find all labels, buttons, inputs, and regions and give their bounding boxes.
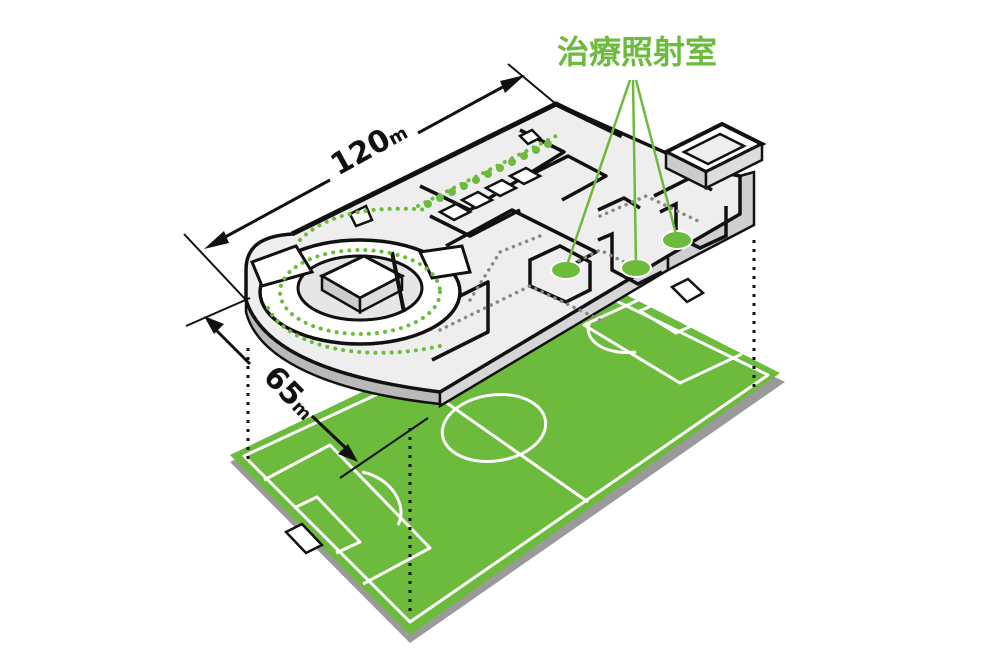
width-arrow-line-b [310, 414, 352, 454]
beam-dot [532, 146, 540, 154]
small-room-3 [483, 178, 519, 198]
length-tick-left [183, 233, 247, 301]
tower-front [704, 141, 764, 191]
beam-dot [448, 188, 456, 196]
soccer-pitch [230, 277, 785, 643]
right-penalty-area [582, 295, 743, 385]
beam-lines [266, 132, 562, 355]
beam-dot [496, 164, 504, 172]
beam-dot [508, 158, 516, 166]
length-arrowhead-right [500, 75, 525, 93]
beam-dot [436, 194, 444, 202]
corridor-path-1 [438, 284, 602, 332]
width-arrowhead-top [204, 316, 224, 334]
room-callout: 治療照射室 [557, 33, 717, 269]
accelerator-ring [250, 238, 472, 346]
room-label: 治療照射室 [557, 33, 717, 71]
center-circle [440, 393, 548, 463]
ring-divider-top [390, 251, 406, 313]
beam-ring-path [278, 248, 442, 336]
callout-leader-2 [631, 79, 638, 267]
right-penalty-arc [586, 321, 637, 354]
width-tick-bottom [339, 417, 429, 479]
interior-wall-3 [445, 208, 598, 274]
treatment-room-2-wall [597, 231, 663, 286]
ring-center-block-front [358, 273, 404, 315]
beam-path-back [298, 206, 432, 242]
rooftop-tower [661, 121, 767, 191]
beam-dot [460, 182, 468, 190]
ring-divider-left [250, 244, 315, 288]
tower-opening [681, 132, 747, 166]
interior-wall-4 [519, 154, 608, 202]
small-room-6 [517, 128, 543, 146]
small-room-1 [437, 202, 473, 222]
length-arrowhead-left [204, 231, 229, 249]
left-penalty-area [263, 443, 432, 586]
small-room-4 [507, 166, 543, 186]
right-goal [669, 277, 706, 304]
width-tick-top [185, 297, 251, 327]
pitch-surface [230, 280, 780, 635]
beam-transport-dots [424, 140, 552, 208]
beam-path-outer [266, 306, 442, 355]
beam-dot [484, 170, 492, 178]
left-penalty-arc [361, 470, 403, 526]
width-arrowhead-bottom [338, 444, 358, 462]
beam-dot [472, 176, 480, 184]
length-arrow-line-a [215, 178, 331, 244]
width-arrow-line-a [210, 324, 252, 366]
small-room-2 [459, 190, 495, 210]
beam-dot [424, 200, 432, 208]
projection-lines [246, 240, 756, 612]
beam-transport-line [416, 132, 562, 208]
left-goal [283, 522, 325, 555]
length-tick-right [507, 63, 557, 105]
interior-wall-2 [429, 208, 521, 238]
right-goal-area [638, 298, 701, 335]
beam-dot [544, 140, 552, 148]
beam-dot [520, 152, 528, 160]
length-label: 120m [325, 113, 413, 183]
treatment-rooms [550, 230, 693, 280]
treatment-room-1 [550, 260, 582, 280]
callout-leader-1 [564, 79, 632, 269]
corridor-path-2 [468, 234, 542, 302]
treatment-room-3 [661, 230, 693, 250]
left-goal-area [293, 495, 362, 555]
corridor-path-3 [598, 194, 702, 224]
length-arrow-line-b [417, 80, 513, 135]
callout-leader-3 [634, 79, 679, 239]
